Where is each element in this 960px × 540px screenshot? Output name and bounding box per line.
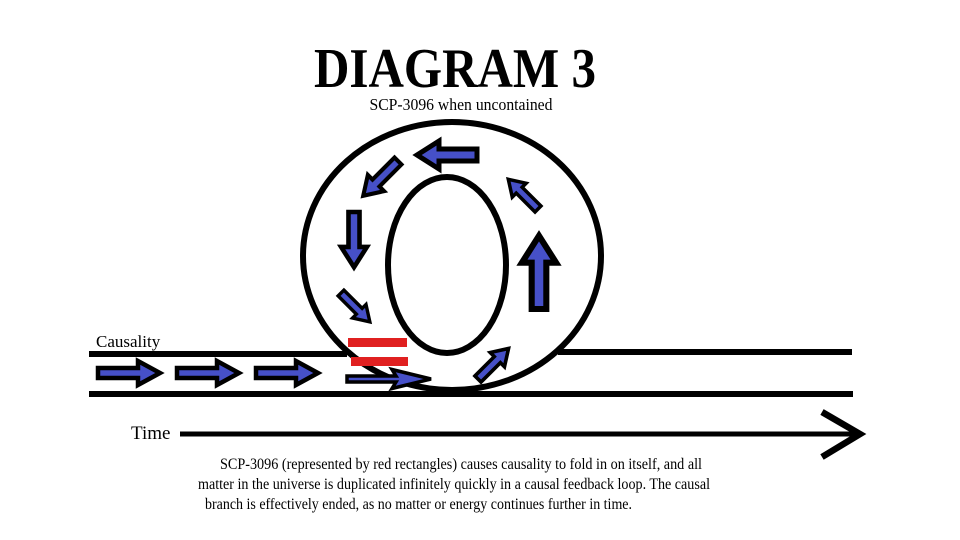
track-arrow-1-icon <box>98 361 160 385</box>
caption-line-1: SCP-3096 (represented by red rectangles)… <box>220 456 702 473</box>
time-axis-arrowhead-icon <box>820 409 867 460</box>
loop-inner-circle <box>385 174 509 356</box>
scp-red-rectangle-bottom <box>351 357 408 366</box>
scp-3096-rectangles <box>348 338 408 366</box>
diagram-subtitle: SCP-3096 when uncontained <box>370 95 553 114</box>
caption-paragraph: SCP-3096 (represented by red rectangles)… <box>198 456 710 513</box>
scp-red-rectangle-top <box>348 338 407 347</box>
track-long-dart-arrow-icon <box>345 366 432 392</box>
caption-line-3: branch is effectively ended, as no matte… <box>205 496 632 513</box>
track-arrow-3-icon <box>256 361 318 385</box>
caption-line-2: matter in the universe is duplicated inf… <box>198 476 710 493</box>
causality-label: Causality <box>96 332 161 351</box>
time-label: Time <box>131 423 170 444</box>
track-arrows <box>98 361 432 392</box>
diagram-title: DIAGRAM 3 <box>314 38 596 100</box>
track-arrow-2-icon <box>177 361 239 385</box>
